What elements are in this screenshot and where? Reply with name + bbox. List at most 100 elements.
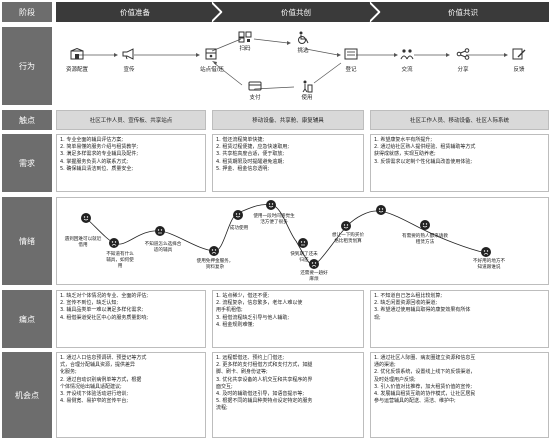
needs-prepare-item: 5. 确保辅具清洁到位、质量安全; [60, 165, 134, 172]
pain-cocreate-item: 4. 租金规则难懂; [216, 321, 255, 328]
scan-qr-icon [238, 31, 252, 43]
opportunity-cocreate-item: 1. 远程帮借还、预约上门借还; [216, 355, 285, 361]
touchpoint-consensus: 社区工作人员、移动设备、社区人际系统 [370, 110, 549, 130]
emotion-face-sad [209, 246, 219, 256]
emotion-label: 还需要一趟好麻烦 [300, 271, 328, 282]
needs-prepare-item: 4. 掌握服务负责人的联系方式; [60, 158, 129, 165]
opportunity-consensus-item: 通的渠道; [374, 362, 396, 369]
behavior-label-pay: 支付 [249, 95, 261, 101]
emotion-face-happy [341, 221, 351, 231]
feedback-edit-icon [512, 48, 526, 60]
opportunity-consensus-item: 3. 引入价值对比推荐，加大租赁价值的宣传; [374, 383, 473, 390]
behavior-label-resource: 资源配置 [65, 67, 88, 73]
opportunity-prepare-item: 3. 开设线下体验活动进行培训; [60, 391, 129, 398]
needs-cocreate-list: 1. 借还流程简单快捷; 2. 租赁过程便捷，应急快速取用; 3. 共享桩高度合… [216, 137, 289, 173]
conversation-icon [400, 49, 414, 60]
behavior-label-scan: 扫码 [239, 46, 251, 52]
opportunity-consensus-list: 1. 通过社区人际圈、病友圈建立资源和信息互 通的渠道; 2. 优化反馈系统，设… [374, 355, 475, 405]
pain-consensus-item: 3. 希望通过使用辅具取得的康复效果有所体 [374, 307, 471, 314]
share-icon [456, 48, 470, 60]
pain-consensus-item: 2. 缺乏闲置资源回收的渠道; [374, 300, 438, 307]
opportunity-cocreate-item: 流程; [216, 405, 228, 412]
behavior-area [56, 27, 549, 105]
opportunity-prepare-item: 2. 通过自动识别病例单等方式，根据 [60, 376, 142, 383]
stage-bar-prepare [56, 2, 218, 22]
stage-title-cocreate: 价值共创 [281, 7, 311, 17]
opportunity-cocreate-item: 面交互; [216, 383, 233, 390]
wheelchair-icon [298, 31, 309, 44]
opportunity-prepare-item: 4. 易侧宽、易护窄的宣传平台; [60, 398, 129, 405]
opportunity-prepare-item: 个体情况给出辅具适配建议; [60, 383, 122, 390]
stage-bar-consensus [372, 2, 549, 22]
row-label-behavior: 行为 [2, 27, 52, 105]
emotion-label: 使用免押金服务，资料复杂 [196, 259, 234, 270]
behavior-label-communicate: 交流 [401, 67, 413, 73]
pain-consensus-box [370, 290, 549, 348]
needs-consensus-item: 1. 希望康复水平有所提升; [374, 137, 433, 143]
needs-consensus-box [370, 134, 549, 192]
opportunity-consensus-item: 2. 优化反馈系统，设置线上线下的反馈渠道， [374, 369, 476, 376]
opportunity-consensus-item: 参与运营辅具的配送、清洁、维护中; [374, 398, 456, 405]
opportunity-consensus-item: 及时处理用户反馈; [374, 376, 416, 383]
needs-cocreate-item: 2. 租赁过程便捷，应急快速取用; [216, 144, 290, 151]
opportunity-prepare-item: 化服务; [60, 369, 77, 376]
emotion-label: 不知道怎么选择合适的辅具 [144, 242, 182, 253]
pain-cocreate-item: 1. 站点稀少，借还不便; [216, 293, 270, 299]
needs-prepare-list: 1. 专业全面的辅具评估方案; 2. 简单易懂的服务介绍与租赁教学; 3. 满足… [60, 137, 138, 173]
emotion-label: 不好用的地方不知道跟谁说 [472, 259, 506, 270]
pain-prepare-item: 3. 辅具品类单一难以满足多样化需求; [60, 307, 144, 314]
opportunity-prepare-box [56, 352, 206, 438]
emotion-face-sad [309, 259, 319, 269]
emotion-face-happy [81, 213, 91, 223]
behavior-label-choose: 挑选 [297, 48, 309, 54]
needs-consensus-list: 1. 希望康复水平有所提升; 2. 通过给社区熟人提供经验、租赁辅助等方式 获得… [374, 137, 475, 166]
emotion-face-happy [376, 205, 386, 215]
row-label-needs: 需求 [2, 134, 52, 192]
opportunity-cocreate-item: 3. 优化共享设备的人机交互和共享程序的界 [216, 376, 313, 383]
needs-cocreate-item: 3. 共享桩高度合适，便于取放; [216, 151, 285, 158]
behavior-label-share: 分享 [457, 67, 469, 73]
emotion-label: 遇到困难可以就近借用 [64, 237, 102, 248]
emotion-face-happy [266, 200, 276, 210]
emotion-label: 想让一下购买价格比租赁划算 [331, 233, 365, 244]
needs-consensus-item: 3. 反馈需求以定制个性化辅具改善使用体验; [374, 158, 473, 165]
needs-cocreate-item: 4. 租赁期限及时提醒避免逾期; [216, 158, 285, 165]
stage-title-consensus: 价值共识 [448, 7, 478, 17]
emotion-label: 使用一段时间感觉生活方便了很多 [253, 214, 295, 225]
pain-cocreate-box [212, 290, 364, 348]
opportunity-prepare-item: 1. 通过人口信息预调研、预登记等方式 [60, 355, 147, 361]
needs-cocreate-item: 1. 借还流程简单快捷; [216, 137, 265, 143]
pain-prepare-list: 1. 缺乏对个体情况的专业、全面的评估; 2. 宣传不到位，缺乏认知; 3. 辅… [60, 293, 148, 322]
emotion-label: 成功使用 [229, 226, 249, 231]
megaphone-icon [122, 48, 134, 60]
pain-prepare-box [56, 290, 206, 348]
emotion-face-neutral [298, 238, 308, 248]
row-label-emotion: 情绪 [2, 197, 52, 285]
emotion-label: 不知道有什么辅具，如何使用 [106, 252, 134, 269]
needs-cocreate-item: 5. 押金、租金信息透明; [216, 165, 270, 172]
needs-prepare-box [56, 134, 206, 192]
opportunity-prepare-list: 1. 通过人口信息预调研、预登记等方式 式，合理分配辅具资源，提供差异 化服务;… [60, 355, 146, 405]
emotion-face-sad [481, 247, 491, 257]
needs-prepare-item: 1. 专业全面的辅具评估方案; [60, 137, 124, 143]
pain-consensus-item: 现; [374, 314, 381, 321]
row-label-pain: 痛点 [2, 290, 52, 348]
emotion-label: 快到期了还未归还 [290, 252, 318, 263]
emotion-label: 有需要的熟人都来请教租赁方法 [402, 234, 448, 245]
row-label-touchpoint: 触点 [2, 110, 52, 130]
emotion-face-neutral [155, 226, 165, 236]
stage-arrow-chevrons [210, 1, 381, 23]
behavior-label-station: 站点借/还 [200, 67, 224, 73]
behavior-label-promote: 宣传 [123, 67, 135, 73]
pain-prepare-item: 2. 宣传不到位，缺乏认知; [60, 300, 119, 307]
opportunity-cocreate-item: 脚、刷卡、刷身份证等; [216, 369, 268, 376]
opportunity-consensus-item: 1. 通过社区人际圈、病友圈建立资源和信息互 [374, 355, 476, 361]
pain-consensus-item: 1. 不知道自己怎么租比较划算; [374, 293, 443, 299]
stage-title-prepare: 价值准备 [120, 7, 150, 17]
walker-user-icon [302, 80, 313, 93]
opportunity-cocreate-list: 1. 远程帮借还、预约上门借还; 2. 更多样的支付租借方式和支付方式，如腿 脚… [216, 355, 312, 413]
needs-prepare-item: 2. 简单易懂的服务介绍与租赁教学; [60, 144, 139, 151]
needs-consensus-item: 获得成就感，实现互助养老; [374, 151, 436, 158]
pain-consensus-list: 1. 不知道自己怎么租比较划算; 2. 缺乏闲置资源回收的渠道; 3. 希望通过… [374, 293, 470, 322]
needs-consensus-item: 2. 通过给社区熟人提供经验、租赁辅助等方式 [374, 144, 476, 151]
